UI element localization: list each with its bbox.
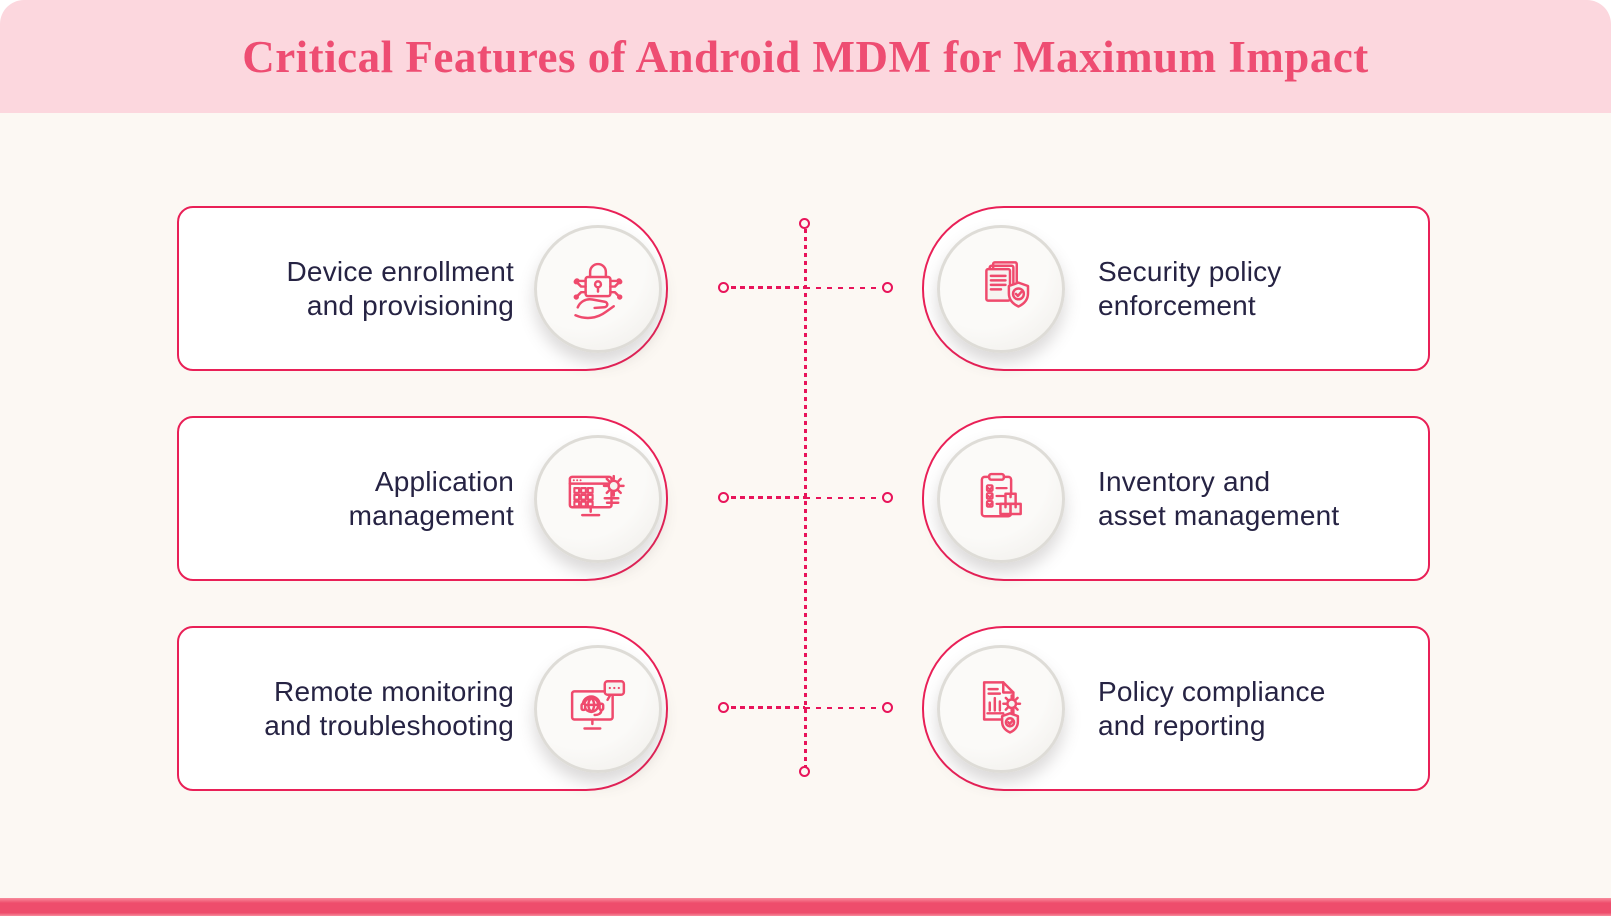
footer-accent-bar bbox=[0, 898, 1611, 916]
connector-row2-left-dot bbox=[718, 492, 729, 503]
feature-box-inventory-asset: Inventory and asset management bbox=[922, 416, 1430, 581]
connector-row3-right-dot bbox=[882, 702, 893, 713]
feature-label: Policy compliance and reporting bbox=[924, 628, 1428, 789]
connector-row1-right-dot bbox=[882, 282, 893, 293]
header-band: Critical Features of Android MDM for Max… bbox=[0, 0, 1611, 113]
icon-disc bbox=[937, 224, 1065, 353]
icon-disc bbox=[534, 224, 662, 353]
connector-row2-left-dashes bbox=[731, 496, 805, 499]
page-title: Critical Features of Android MDM for Max… bbox=[242, 31, 1369, 82]
connector-row1-right-dashes bbox=[805, 287, 882, 289]
feature-label-line2: and provisioning bbox=[306, 289, 514, 321]
feature-box-policy-compliance: Policy compliance and reporting bbox=[922, 626, 1430, 791]
documents-shield-check-icon bbox=[965, 250, 1037, 327]
feature-label-line2: management bbox=[348, 499, 514, 531]
feature-label-line1: Security policy bbox=[1098, 255, 1282, 287]
feature-box-security-policy: Security policy enforcement bbox=[922, 206, 1430, 371]
feature-label-line1: Device enrollment bbox=[286, 255, 514, 287]
feature-label: Device enrollment and provisioning bbox=[179, 208, 666, 369]
clipboard-checklist-boxes-icon bbox=[965, 460, 1037, 537]
feature-label: Security policy enforcement bbox=[924, 208, 1428, 369]
connector-top-dot bbox=[799, 218, 810, 229]
connector-row3-right-dashes bbox=[805, 707, 882, 709]
feature-label-line1: Remote monitoring bbox=[274, 675, 514, 707]
feature-label: Application management bbox=[179, 418, 666, 579]
connector-row2-right-dashes bbox=[805, 497, 882, 499]
connector-bottom-dot bbox=[799, 766, 810, 777]
icon-disc bbox=[937, 434, 1065, 563]
connector-row3-left-dashes bbox=[731, 706, 805, 709]
monitor-support-headset-icon bbox=[562, 670, 634, 747]
feature-label-line2: and reporting bbox=[1098, 709, 1266, 741]
icon-disc bbox=[534, 434, 662, 563]
icon-disc bbox=[534, 644, 662, 773]
monitor-apps-gear-icon bbox=[562, 460, 634, 537]
feature-label-line2: asset management bbox=[1098, 499, 1340, 531]
icon-disc bbox=[937, 644, 1065, 773]
connector-row1-left-dot bbox=[718, 282, 729, 293]
feature-box-application-management: Application management bbox=[177, 416, 668, 581]
feature-label-line1: Inventory and bbox=[1098, 465, 1271, 497]
feature-label-line1: Application bbox=[374, 465, 514, 497]
lock-circuit-hand-icon bbox=[562, 250, 634, 327]
feature-box-device-enrollment: Device enrollment and provisioning bbox=[177, 206, 668, 371]
connector-row3-left-dot bbox=[718, 702, 729, 713]
feature-label-line2: and troubleshooting bbox=[264, 709, 514, 741]
feature-label: Inventory and asset management bbox=[924, 418, 1428, 579]
feature-label: Remote monitoring and troubleshooting bbox=[179, 628, 666, 789]
report-chart-gear-shield-icon bbox=[965, 670, 1037, 747]
feature-label-line2: enforcement bbox=[1098, 289, 1256, 321]
connector-row2-right-dot bbox=[882, 492, 893, 503]
feature-label-line1: Policy compliance bbox=[1098, 675, 1326, 707]
feature-box-remote-monitoring: Remote monitoring and troubleshooting bbox=[177, 626, 668, 791]
connector-row1-left-dashes bbox=[731, 286, 805, 289]
